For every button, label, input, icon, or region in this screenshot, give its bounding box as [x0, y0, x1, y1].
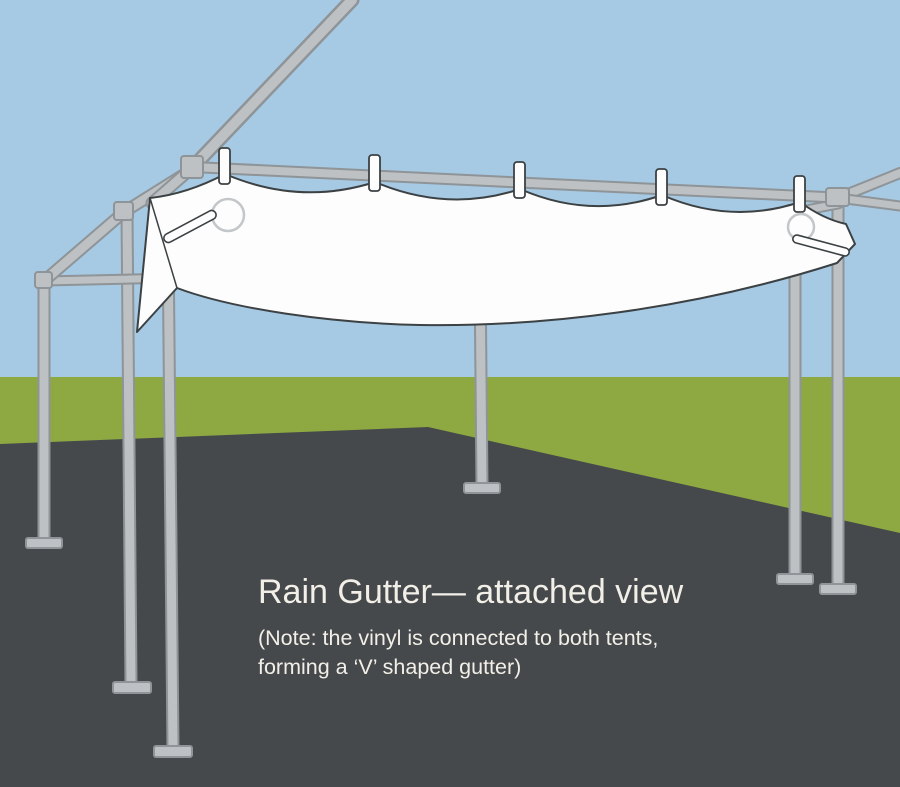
gutter-fold-crease — [149, 197, 178, 289]
gutter-fabric — [136, 173, 856, 333]
right-tee-fitting — [825, 187, 850, 207]
caption-heading: Rain Gutter— attached view — [258, 573, 684, 611]
base-plate — [112, 681, 152, 694]
base-plate — [463, 482, 501, 494]
caption-note-line1: (Note: the vinyl is connected to both te… — [258, 626, 658, 650]
base-plate — [819, 583, 857, 595]
gutter-strap — [655, 168, 668, 206]
base-plate — [25, 537, 63, 549]
gutter-strap — [368, 154, 381, 192]
base-plate — [776, 573, 814, 585]
gutter-strap — [218, 147, 231, 185]
left-short-leg-fitting — [34, 271, 53, 289]
base-plate — [153, 745, 193, 758]
ridge-diagonal-pole — [185, 0, 360, 175]
left-front-leg — [161, 233, 180, 755]
toggle-peg-left — [163, 209, 217, 244]
corner-downslope-pole — [37, 205, 131, 288]
gutter-strap — [793, 175, 806, 213]
left-back-leg — [120, 206, 138, 691]
left-corner-fitting — [113, 201, 134, 221]
gutter-strap — [513, 161, 526, 199]
toggle-peg-right — [792, 234, 850, 257]
caption-note-line2: forming a ‘V’ shaped gutter) — [258, 655, 521, 679]
ground-pavement — [0, 427, 900, 787]
apex-fitting — [180, 155, 204, 179]
rain-gutter — [136, 147, 856, 333]
